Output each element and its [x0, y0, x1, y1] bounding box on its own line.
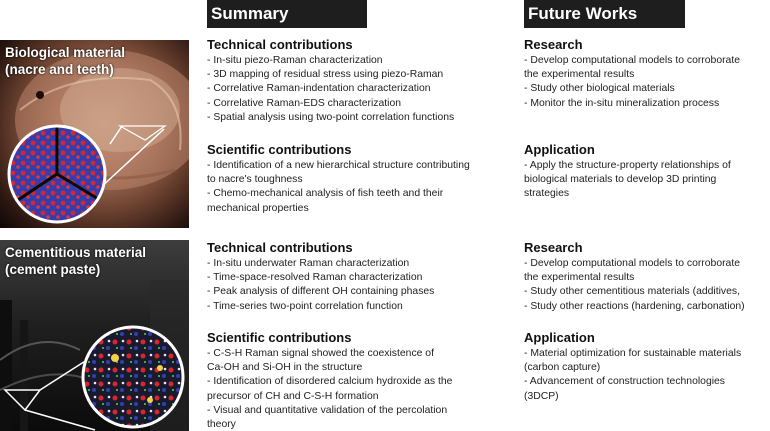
section-title: Technical contributions: [207, 240, 353, 255]
list-item: theory: [207, 419, 236, 431]
bio-research: Research - Develop computational models …: [524, 37, 740, 111]
list-item: - Study other reactions (hardening, carb…: [524, 300, 745, 312]
list-item: - Apply the structure-property relations…: [524, 160, 731, 171]
list-item: (3DCP): [524, 390, 559, 402]
cem-research: Research - Develop computational models …: [524, 240, 745, 314]
list-item: - Advancement of construction technologi…: [524, 376, 726, 388]
list-item: - Spatial analysis using two-point corre…: [207, 111, 455, 123]
list-item: - Develop computational models to corrob…: [524, 258, 741, 269]
list-item: mechanical properties: [207, 202, 309, 214]
list-item: - Monitor the in-situ mineralization pro…: [524, 97, 720, 109]
list-item: - Peak analysis of different OH containi…: [207, 286, 435, 298]
section-title: Research: [524, 37, 583, 52]
section-title: Application: [524, 330, 595, 345]
list-item: - Develop computational models to corrob…: [524, 55, 741, 66]
section-title: Research: [524, 240, 583, 255]
biological-material-label: Biological material (nacre and teeth): [5, 44, 125, 78]
cementitious-material-label: Cementitious material (cement paste): [5, 244, 146, 278]
list-item: - Identification of a new hierarchical s…: [207, 160, 470, 171]
list-item: - Identification of disordered calcium h…: [207, 376, 453, 388]
list-item: the experimental results: [524, 69, 635, 81]
section-title: Application: [524, 142, 595, 157]
list-item: - 3D mapping of residual stress using pi…: [207, 69, 444, 81]
section-title: Scientific contributions: [207, 330, 352, 345]
list-item: (carbon capture): [524, 362, 601, 374]
section-title: Scientific contributions: [207, 142, 352, 157]
cem-technical-contributions: Technical contributions - In-situ underw…: [207, 240, 434, 314]
list-item: - In-situ piezo-Raman characterization: [207, 55, 383, 66]
biological-material-label-line2: (nacre and teeth): [5, 62, 114, 77]
bio-scientific-contributions: Scientific contributions - Identificatio…: [207, 142, 470, 216]
list-item: the experimental results: [524, 272, 635, 284]
list-item: strategies: [524, 188, 570, 200]
cementitious-material-label-line1: Cementitious material: [5, 245, 147, 260]
cementitious-material-image: Cementitious material (cement paste): [0, 240, 189, 431]
cem-scientific-contributions: Scientific contributions - C-S-H Raman s…: [207, 330, 452, 431]
future-works-header: Future Works: [524, 0, 685, 28]
list-item: to nacre's toughness: [207, 174, 303, 186]
bio-application: Application - Apply the structure-proper…: [524, 142, 731, 202]
biological-material-label-line1: Biological material: [5, 45, 126, 60]
list-item: - Time-series two-point correlation func…: [207, 300, 403, 312]
list-item: - Time-space-resolved Raman characteriza…: [207, 272, 423, 284]
bio-technical-contributions: Technical contributions - In-situ piezo-…: [207, 37, 454, 125]
list-item: - Study other biological materials: [524, 83, 675, 95]
list-item: precursor of CH and C-S-H formation: [207, 390, 379, 402]
summary-header: Summary: [207, 0, 367, 28]
cem-application: Application - Material optimization for …: [524, 330, 741, 404]
list-item: - Study other cementitious materials (ad…: [524, 286, 740, 298]
list-item: - Correlative Raman-indentation characte…: [207, 83, 431, 95]
section-title: Technical contributions: [207, 37, 353, 52]
cementitious-material-label-line2: (cement paste): [5, 262, 101, 277]
nacre-shell-illustration: [7, 50, 189, 224]
list-item: - Correlative Raman-EDS characterization: [207, 97, 402, 109]
cement-structure-illustration: [0, 280, 189, 431]
list-item: - C-S-H Raman signal showed the coexiste…: [207, 348, 434, 359]
list-item: - Visual and quantitative validation of …: [207, 404, 448, 416]
list-item: - Chemo-mechanical analysis of fish teet…: [207, 188, 444, 200]
list-item: - Material optimization for sustainable …: [524, 348, 742, 359]
list-item: Ca-OH and Si-OH in the structure: [207, 362, 363, 374]
biological-material-image: Biological material (nacre and teeth): [0, 40, 189, 228]
list-item: biological materials to develop 3D print…: [524, 174, 717, 186]
list-item: - In-situ underwater Raman characterizat…: [207, 258, 410, 269]
